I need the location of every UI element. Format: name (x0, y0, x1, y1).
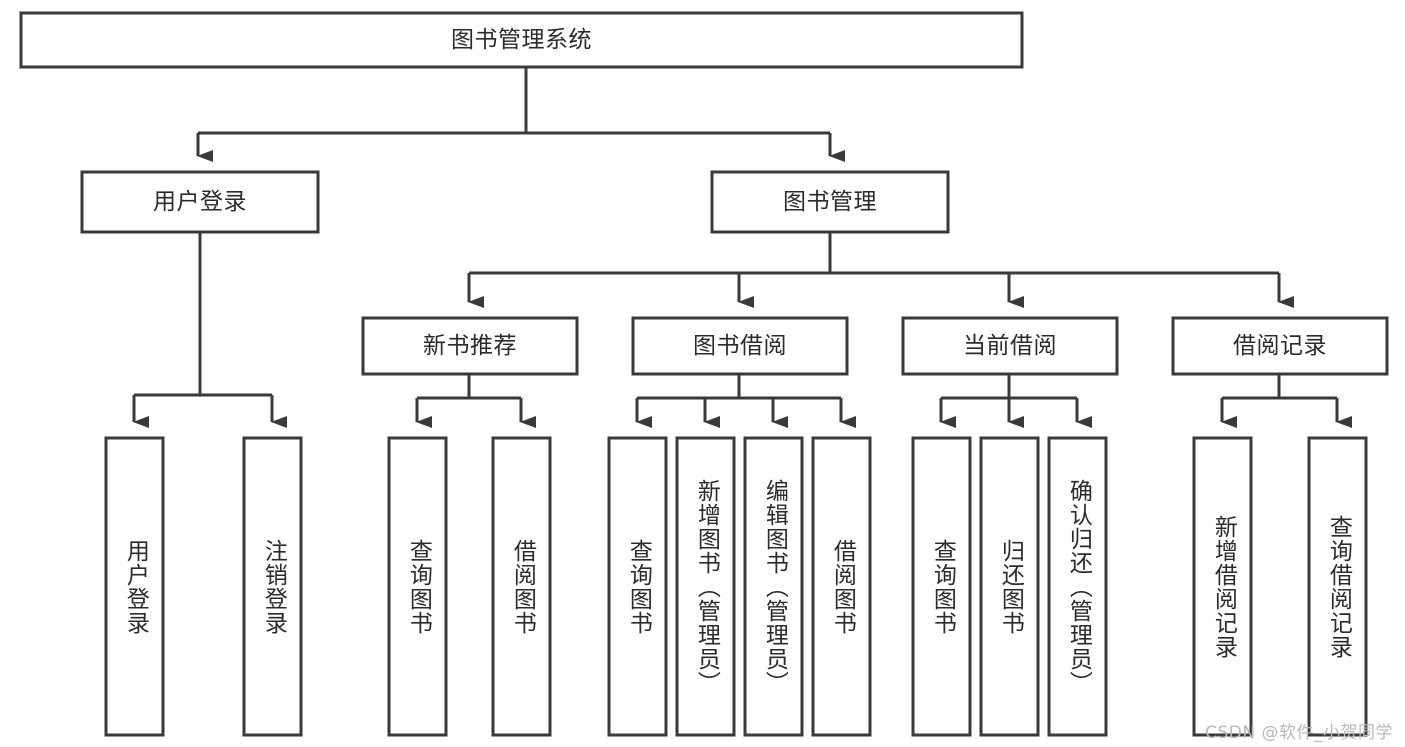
node-borrow-record-box[interactable] (1171, 316, 1389, 376)
node-new-book-box[interactable] (361, 316, 579, 376)
node-book-manage-box[interactable] (710, 170, 950, 234)
leaf-box-current-borrow-2[interactable] (979, 436, 1040, 737)
leaf-box-borrow-record-2[interactable] (1307, 436, 1368, 737)
node-root-box[interactable] (19, 11, 1024, 69)
leaf-box-current-borrow-3[interactable] (1047, 436, 1108, 737)
node-current-borrow-box[interactable] (901, 316, 1119, 376)
leaf-box-user-login-2[interactable] (242, 436, 303, 737)
leaf-box-user-login-1[interactable] (104, 436, 165, 737)
leaf-box-book-borrow-1[interactable] (607, 436, 668, 737)
leaf-box-book-borrow-4[interactable] (811, 436, 872, 737)
node-book-borrow-box[interactable] (631, 316, 849, 376)
leaf-box-book-borrow-3[interactable] (743, 436, 804, 737)
leaf-box-new-book-1[interactable] (387, 436, 448, 737)
node-user-login-box[interactable] (80, 170, 320, 234)
leaf-box-book-borrow-2[interactable] (675, 436, 736, 737)
leaf-box-borrow-record-1[interactable] (1192, 436, 1253, 737)
leaf-box-new-book-2[interactable] (491, 436, 552, 737)
leaf-box-current-borrow-1[interactable] (911, 436, 972, 737)
